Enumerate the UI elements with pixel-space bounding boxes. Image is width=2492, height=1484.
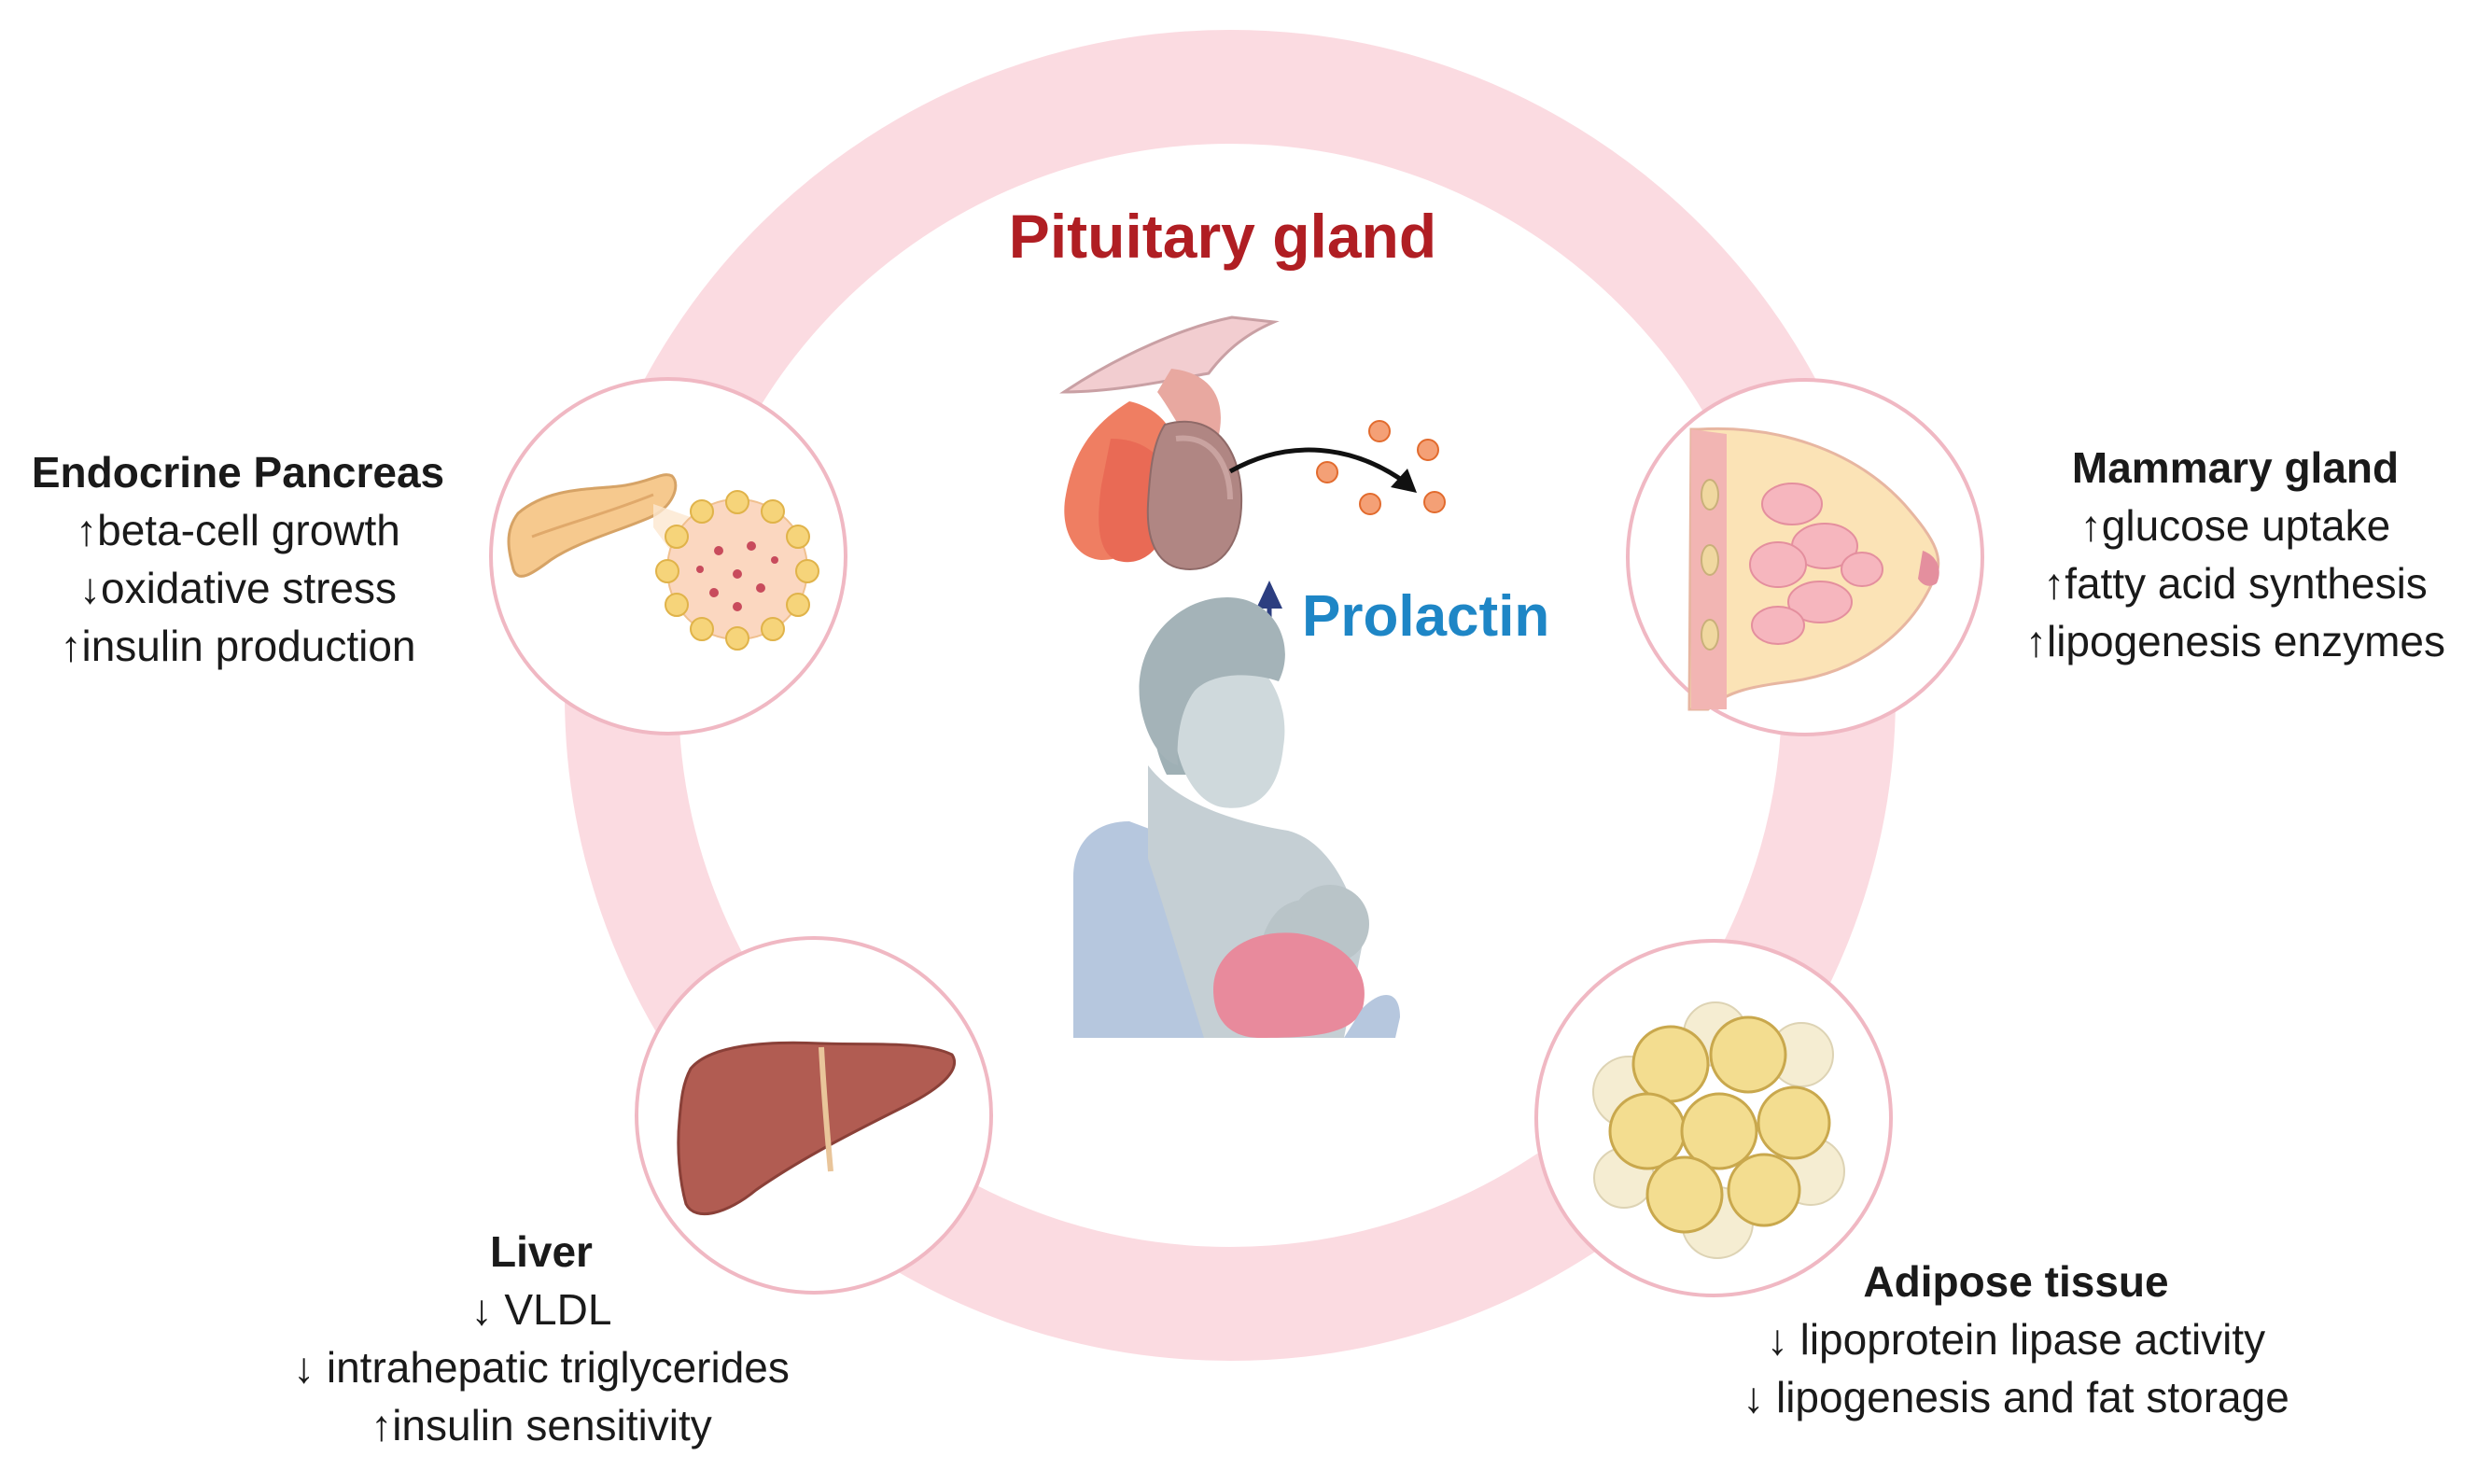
adipose-title: Adipose tissue (1863, 1257, 2169, 1306)
pancreas-effect-2: ↓oxidative stress (78, 564, 397, 612)
pancreas-effect-1: ↑beta-cell growth (76, 506, 400, 554)
adipose-effect-1: ↓ lipoprotein lipase activity (1766, 1315, 2266, 1364)
pancreas-title: Endocrine Pancreas (31, 448, 445, 497)
liver-text-block: Liver ↓ VLDL ↓ intrahepatic triglyceride… (215, 1223, 868, 1454)
pancreas-effect-3: ↑insulin production (60, 622, 416, 670)
pancreas-icon (507, 473, 819, 651)
pituitary-illustration (1059, 315, 1280, 571)
prolactin-label: Prolactin (1302, 584, 1550, 649)
mammary-effect-2: ↑fatty acid synthesis (2043, 559, 2428, 608)
mammary-effect-3: ↑lipogenesis enzymes (2024, 617, 2445, 665)
adipose-effect-2: ↓ lipogenesis and fat storage (1743, 1373, 2289, 1421)
liver-effect-2: ↓ intrahepatic triglycerides (293, 1343, 790, 1392)
liver-icon (677, 1041, 956, 1216)
mammary-title: Mammary gland (2071, 443, 2400, 492)
hormone-particles (1316, 420, 1446, 515)
mammary-gland-icon (1687, 427, 1940, 711)
liver-effect-1: ↓ VLDL (470, 1285, 612, 1334)
liver-effect-3: ↑insulin sensitivity (371, 1401, 712, 1449)
hormone-release-arrow (1228, 447, 1417, 493)
pancreas-text-block: Endocrine Pancreas ↑beta-cell growth ↓ox… (0, 443, 476, 675)
adipose-text-block: Adipose tissue ↓ lipoprotein lipase acti… (1652, 1253, 2380, 1426)
breastfeeding-mother-illustration (1073, 597, 1400, 1038)
pituitary-gland-title: Pituitary gland (1008, 202, 1437, 271)
adipocytes-icon (1592, 1001, 1845, 1259)
liver-title: Liver (490, 1227, 593, 1276)
mammary-text-block: Mammary gland ↑glucose uptake ↑fatty aci… (1988, 439, 2483, 670)
mammary-effect-1: ↑glucose uptake (2079, 501, 2391, 550)
